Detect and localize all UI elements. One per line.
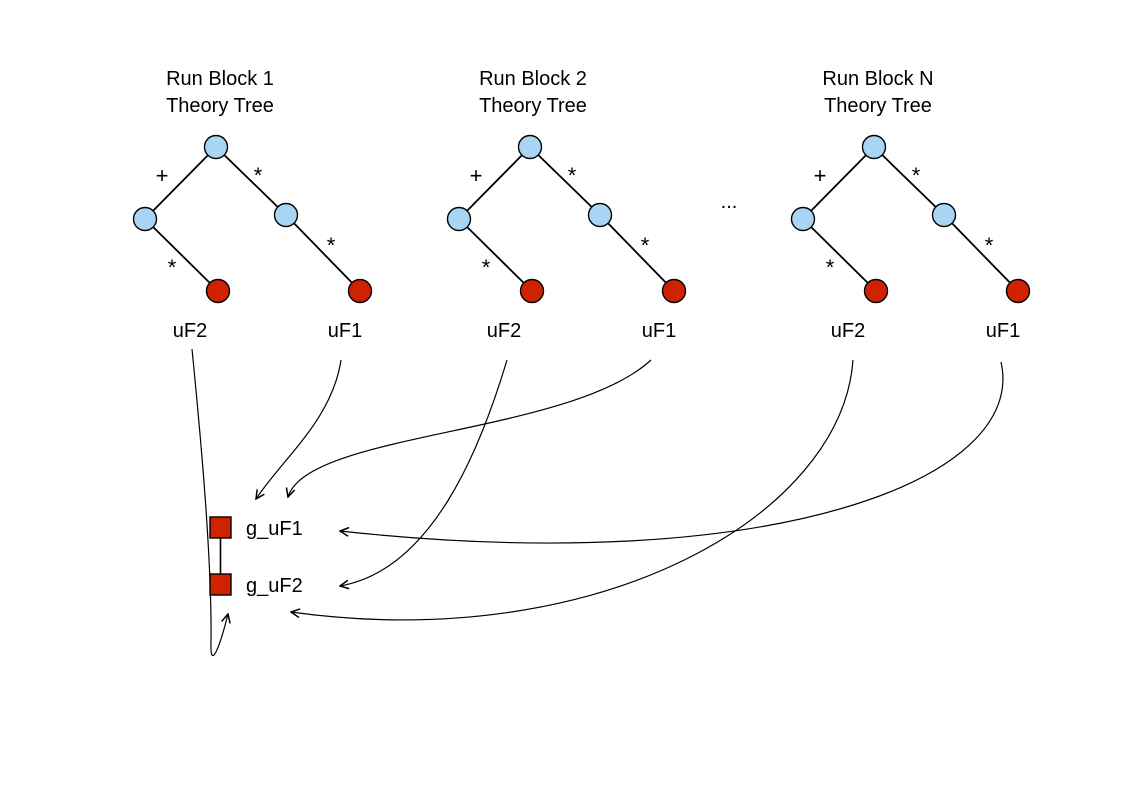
run-block-title-line2: Theory Tree	[166, 95, 274, 117]
leaf-label-uF2: uF2	[173, 320, 207, 342]
tree-edge-root-left	[144, 146, 217, 220]
leaf-node-uF1	[1005, 278, 1031, 304]
leaf-node-uF2	[519, 278, 545, 304]
internal-node-left	[132, 206, 158, 232]
internal-node-right	[587, 202, 613, 228]
leaf-label-uF1: uF1	[986, 320, 1020, 342]
global-nodes: g_uF1 g_uF2	[209, 516, 303, 597]
run-block-title-line1: Run Block N	[822, 68, 933, 90]
run-block-title-line1: Run Block 2	[479, 68, 587, 90]
edge-operator-label: +	[156, 163, 169, 188]
leaf-node-uF2	[205, 278, 231, 304]
tree-edge-right-leaf	[943, 214, 1019, 292]
leaf-node-uF1	[347, 278, 373, 304]
run-block-2-tree: Run Block 2 Theory Tree + * * * uF2 uF1	[446, 68, 687, 342]
leaf-node-uF2	[863, 278, 889, 304]
global-node-label-g-uF1: g_uF1	[246, 518, 303, 540]
leaf-label-uF1: uF1	[642, 320, 676, 342]
run-block-title-line2: Theory Tree	[479, 95, 587, 117]
ellipsis: ...	[721, 191, 738, 213]
leaf-node-uF1	[661, 278, 687, 304]
internal-node-root	[517, 134, 543, 160]
leaf-label-uF1: uF1	[328, 320, 362, 342]
edge-operator-label: *	[482, 255, 491, 280]
global-node-square-g-uF1	[209, 516, 232, 539]
leaf-label-uF2: uF2	[831, 320, 865, 342]
run-block-title-line2: Theory Tree	[824, 95, 932, 117]
global-node-label-g-uF2: g_uF2	[246, 575, 303, 597]
edge-operator-label: *	[168, 255, 177, 280]
connector-block1-uF1-to-g-uF1	[256, 359, 342, 499]
leaf-label-uF2: uF2	[487, 320, 521, 342]
internal-node-left	[446, 206, 472, 232]
edge-operator-label: *	[912, 163, 921, 188]
tree-edge-left-leaf	[802, 218, 877, 292]
edge-operator-label: +	[470, 163, 483, 188]
run-block-n-tree: Run Block N Theory Tree + * * * uF2 uF1	[790, 68, 1031, 342]
run-block-1-tree: Run Block 1 Theory Tree + * * * uF2 uF1	[132, 68, 373, 342]
connector-blockN-uF2-to-g-uF2	[291, 359, 854, 621]
edge-operator-label: *	[327, 233, 336, 258]
edge-operator-label: *	[826, 255, 835, 280]
connector-block1-uF2-to-g-uF2	[191, 348, 228, 657]
internal-node-root	[861, 134, 887, 160]
edge-operator-label: *	[985, 233, 994, 258]
connector-blockN-uF1-to-g-uF1	[340, 361, 1004, 544]
edge-operator-label: *	[641, 233, 650, 258]
tree-edge-right-leaf	[285, 214, 361, 292]
connector-block2-uF2-to-g-uF2	[340, 359, 508, 586]
edge-operator-label: +	[814, 163, 827, 188]
edge-operator-label: *	[568, 163, 577, 188]
connectors	[191, 348, 1004, 657]
tree-edge-root-left	[458, 146, 531, 220]
internal-node-right	[273, 202, 299, 228]
global-node-square-g-uF2	[209, 573, 232, 596]
tree-edge-left-leaf	[144, 218, 219, 292]
run-block-title-line1: Run Block 1	[166, 68, 274, 90]
tree-edge-root-left	[802, 146, 875, 220]
tree-edge-root-right	[529, 146, 601, 216]
internal-node-root	[203, 134, 229, 160]
tree-edge-root-right	[873, 146, 945, 216]
internal-node-left	[790, 206, 816, 232]
tree-edge-right-leaf	[599, 214, 675, 292]
internal-node-right	[931, 202, 957, 228]
edge-operator-label: *	[254, 163, 263, 188]
tree-edge-root-right	[215, 146, 287, 216]
tree-edge-left-leaf	[458, 218, 533, 292]
connector-block2-uF1-to-g-uF1	[288, 359, 652, 497]
